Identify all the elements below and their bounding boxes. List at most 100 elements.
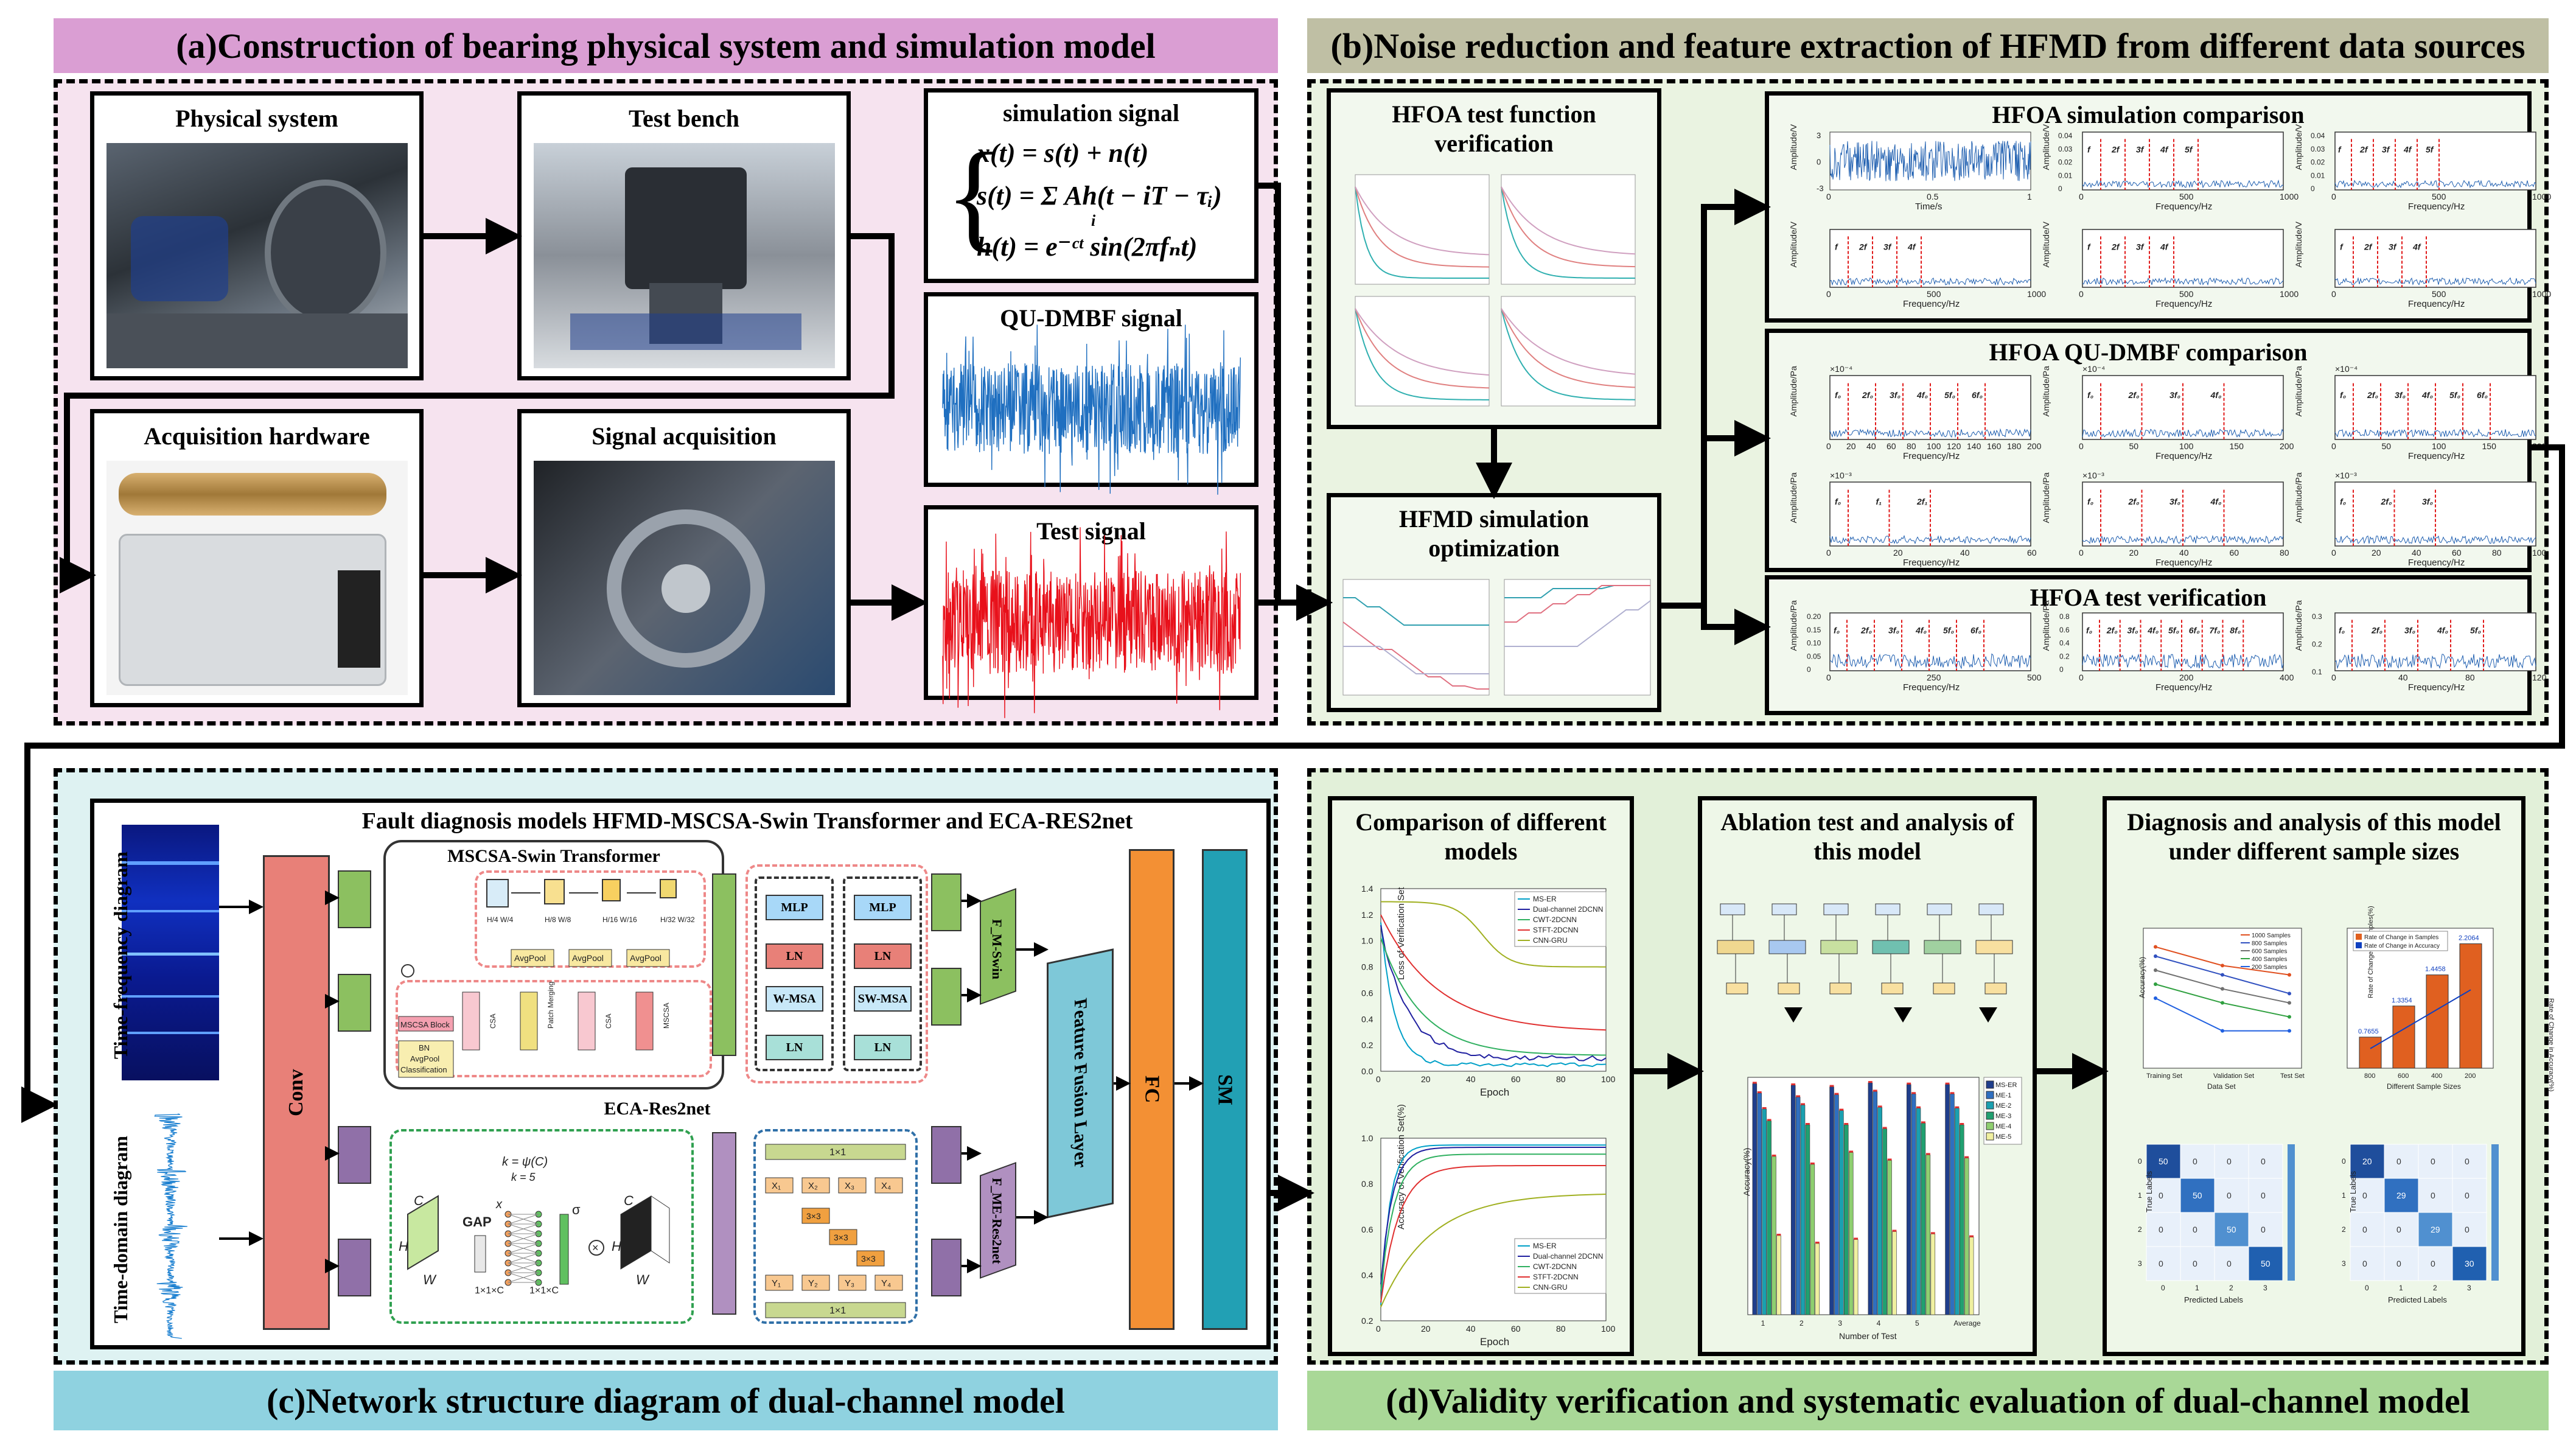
convergence-subplot <box>1501 174 1636 285</box>
y-axis-label: Amplitude/V <box>2041 221 2051 267</box>
sample-series <box>2155 984 2290 1018</box>
harmonic-label: f₀ <box>2339 625 2345 635</box>
signal-acquisition-photo <box>534 461 835 695</box>
time-frequency-image <box>122 825 219 1080</box>
legend-label: 1000 Samples <box>2252 932 2291 939</box>
x-tick: 100 <box>1927 441 1941 451</box>
spectrum-noise <box>2082 179 2284 189</box>
x-tick: Average <box>1953 1319 1981 1327</box>
conv3x3 <box>856 1250 885 1267</box>
h-label: H <box>399 1239 408 1254</box>
spectrum-noise <box>2334 180 2536 189</box>
x-tick: 60 <box>1511 1074 1521 1084</box>
bar-cap <box>1907 1082 1911 1085</box>
y-axis-label: Amplitude/Pa <box>2294 600 2303 651</box>
optimization-curve <box>1342 621 1489 690</box>
feature-cube <box>660 879 677 898</box>
x-tick: 20 <box>1893 548 1903 558</box>
bar-cap <box>1771 1155 1776 1156</box>
x-tick: 180 <box>2007 441 2022 451</box>
cm-cell <box>2384 1178 2419 1213</box>
y-split <box>801 1275 830 1291</box>
cm-value: 0 <box>2227 1156 2232 1166</box>
y-tick: 0.2 <box>2312 640 2322 649</box>
cm-cell <box>2418 1212 2453 1247</box>
cm-x-tick: 0 <box>2161 1284 2165 1292</box>
optimization-subplot <box>1342 579 1490 696</box>
conv3x3-label: 3×3 <box>861 1254 876 1264</box>
x-tick: 160 <box>1987 441 2002 451</box>
f-res-label: F_ME-Res2net <box>990 1178 1005 1264</box>
harmonic-label: f₀ <box>1835 497 1841 506</box>
cm-cell <box>2214 1178 2249 1213</box>
y-tick: 0 <box>1817 158 1821 167</box>
y-tick: 0.2 <box>1361 1040 1374 1050</box>
x-tick: 200 <box>2465 1072 2476 1080</box>
abl-bottom <box>1984 982 2007 995</box>
harmonic-label: 5f₀ <box>2449 390 2460 400</box>
harmonic-label: 3f <box>2136 144 2145 154</box>
test-bench-box: Test bench <box>517 91 851 380</box>
cm-value: 0 <box>2362 1191 2367 1200</box>
cm-cell <box>2452 1178 2487 1213</box>
gap-label: GAP <box>462 1214 492 1229</box>
avgpool-label: AvgPool <box>410 1054 439 1063</box>
cm-value: 30 <box>2465 1259 2474 1268</box>
legend-label: Dual-channel 2DCNN <box>1533 1252 1603 1261</box>
x-label: x <box>495 1198 503 1211</box>
convergence-curve <box>1355 186 1490 256</box>
x-axis-label: Frequency/Hz <box>2408 299 2465 309</box>
cm-cell <box>2452 1246 2487 1281</box>
y-tick: 0.4 <box>1361 1014 1374 1024</box>
x-tick: 0 <box>2079 441 2084 451</box>
bar-cap <box>1892 1229 1897 1232</box>
harmonic-label: 3f <box>2382 144 2390 154</box>
legend-swatch <box>1986 1122 1994 1130</box>
y-tick: 0.10 <box>1807 639 1821 648</box>
w-label-out: W <box>636 1272 650 1287</box>
cm-cell <box>2418 1144 2453 1179</box>
bar-cap <box>1921 1121 1925 1124</box>
bar-cap <box>1752 1082 1757 1084</box>
x-tick: 0 <box>1376 1074 1381 1084</box>
harmonic-label: 2f₀ <box>2106 625 2118 635</box>
x-tick: 100 <box>2432 441 2446 451</box>
multiply-symbol: × <box>592 1242 599 1254</box>
x-axis-label: Different Sample Sizes <box>2387 1082 2461 1091</box>
cm-x-label: Predicted Labels <box>2184 1295 2243 1304</box>
x-tick: 40 <box>1866 441 1876 451</box>
cm-value: 0 <box>2193 1156 2197 1166</box>
y-tick: 0.1 <box>2312 668 2322 676</box>
cm-value: 50 <box>2159 1156 2168 1166</box>
cm-value: 0 <box>2159 1191 2163 1200</box>
y-tick: 3 <box>1817 131 1821 140</box>
series-3 <box>1380 914 1607 1031</box>
x-split <box>801 1177 830 1194</box>
physical-system-box: Physical system <box>90 91 424 380</box>
cm-y-label: True Labels <box>2145 1170 2154 1212</box>
equation-brace: { <box>945 128 1004 263</box>
y-tick: 0.01 <box>2058 171 2073 180</box>
cm-x-tick: 1 <box>2195 1284 2199 1292</box>
cm-value: 0 <box>2396 1225 2401 1234</box>
down-arrow <box>1784 1007 1803 1023</box>
output-cube-side <box>651 1195 670 1264</box>
convergence-curve <box>1501 308 1636 388</box>
x-tick: 0 <box>2079 192 2084 201</box>
x-tick: 40 <box>2179 548 2189 558</box>
fraction-label: H/16 W/16 <box>602 915 637 924</box>
spectrum-noise <box>2334 428 2536 438</box>
x-tick: 250 <box>1927 673 1941 682</box>
x-tick: 100 <box>1601 1324 1616 1334</box>
cm-value: 0 <box>2362 1225 2367 1234</box>
x-tick: 1 <box>1761 1319 1765 1327</box>
x-tick: 140 <box>1967 441 1981 451</box>
harmonic-label: 4f₀ <box>2147 625 2159 635</box>
swin-block-1 <box>755 876 834 1071</box>
cm-value: 0 <box>2159 1259 2163 1268</box>
csa-label: CSA <box>489 1013 497 1029</box>
y-axis-label: Amplitude/Pa <box>1789 600 1798 651</box>
csa-block <box>635 992 654 1051</box>
